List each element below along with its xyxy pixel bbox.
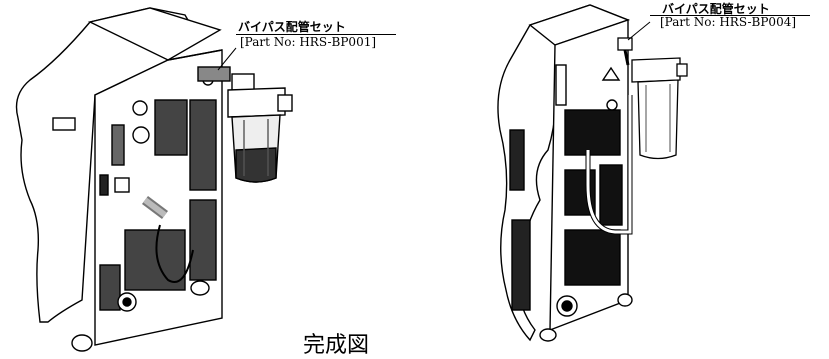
- right-label-part-number: [Part No: HRS-BP004]: [660, 15, 797, 29]
- left-label-title: バイパス配管セット: [238, 20, 346, 34]
- right-leader-line: [627, 21, 651, 41]
- left-leader-line: [217, 47, 237, 71]
- right-bypass-filter: [617, 37, 688, 160]
- right-label-underline: [650, 15, 810, 16]
- caption: 完成図: [303, 333, 370, 358]
- left-bypass-filter: [197, 66, 293, 183]
- right-chiller-unit: [497, 4, 633, 342]
- right-label-title: バイパス配管セット: [662, 2, 770, 16]
- left-part-number-block: [Part No: HRS-BP001]: [240, 35, 376, 49]
- left-label-part-number: [Part No: HRS-BP001]: [240, 35, 377, 49]
- left-part-label: バイパス配管セット: [238, 18, 346, 35]
- left-label-underline: [236, 34, 396, 35]
- right-part-label: バイパス配管セット: [662, 0, 770, 17]
- right-part-number-block: [Part No: HRS-BP004]: [660, 15, 796, 29]
- left-chiller-unit: [15, 7, 223, 352]
